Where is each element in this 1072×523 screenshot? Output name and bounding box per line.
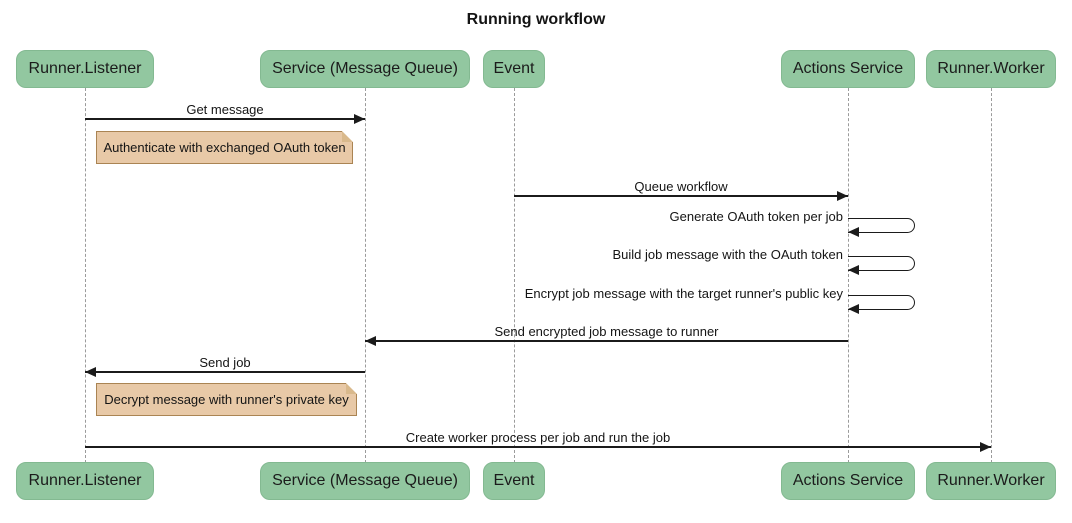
message-label: Queue workflow (634, 179, 728, 194)
actor-top-runner-worker: Runner.Worker (926, 50, 1056, 88)
actor-bottom-runner-worker: Runner.Worker (926, 462, 1056, 500)
message-line (365, 340, 848, 342)
note: Decrypt message with runner's private ke… (96, 383, 357, 416)
message-label: Send job (199, 355, 251, 370)
message-line (514, 195, 848, 197)
actor-top-service-message-queue: Service (Message Queue) (260, 50, 470, 88)
self-message-loop-icon (848, 256, 915, 271)
note: Authenticate with exchanged OAuth token (96, 131, 353, 164)
arrowhead-left-icon (85, 367, 96, 377)
actor-bottom-actions-service: Actions Service (781, 462, 915, 500)
self-message-loop-icon (848, 295, 915, 310)
self-message-label: Generate OAuth token per job (669, 209, 843, 224)
actor-top-actions-service: Actions Service (781, 50, 915, 88)
actor-bottom-service-message-queue: Service (Message Queue) (260, 462, 470, 500)
lifeline-service-message-queue (365, 88, 366, 463)
diagram-title: Running workflow (466, 11, 606, 28)
arrowhead-right-icon (354, 114, 365, 124)
self-message-label: Build job message with the OAuth token (612, 247, 843, 262)
message-line (85, 118, 365, 120)
lifeline-event (514, 88, 515, 463)
message-label: Send encrypted job message to runner (494, 324, 719, 339)
lifeline-runner-worker (991, 88, 992, 463)
arrowhead-left-icon (848, 304, 859, 314)
lifeline-runner-listener (85, 88, 86, 463)
actor-top-event: Event (483, 50, 545, 88)
message-line (85, 371, 365, 373)
message-line (85, 446, 991, 448)
message-label: Create worker process per job and run th… (405, 430, 671, 445)
arrowhead-left-icon (365, 336, 376, 346)
actor-bottom-runner-listener: Runner.Listener (16, 462, 154, 500)
self-message-loop-icon (848, 218, 915, 233)
arrowhead-right-icon (837, 191, 848, 201)
arrowhead-left-icon (848, 265, 859, 275)
arrowhead-left-icon (848, 227, 859, 237)
arrowhead-right-icon (980, 442, 991, 452)
lifeline-actions-service (848, 88, 849, 463)
self-message-label: Encrypt job message with the target runn… (524, 286, 843, 301)
actor-top-runner-listener: Runner.Listener (16, 50, 154, 88)
actor-bottom-event: Event (483, 462, 545, 500)
message-label: Get message (186, 102, 264, 117)
